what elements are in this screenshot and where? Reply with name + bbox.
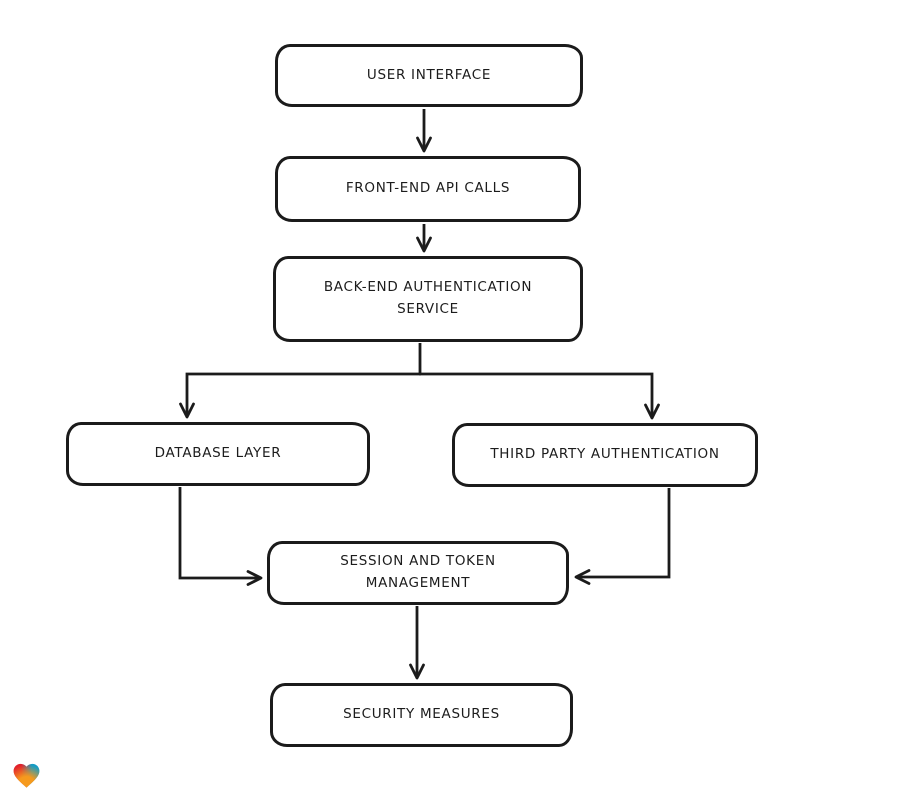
node-back-end-authentication-service: BACK-END AUTHENTICATION SERVICE (273, 256, 583, 342)
heart-icon (13, 763, 40, 788)
node-database-layer-label: DATABASE LAYER (154, 445, 282, 462)
node-front-end-api-calls-label: FRONT-END API CALLS (345, 180, 511, 197)
node-third-party-authentication: THIRD PARTY AUTHENTICATION (452, 423, 758, 487)
edge-third-party-to-session (574, 488, 671, 585)
node-front-end-api-calls: FRONT-END API CALLS (275, 156, 581, 222)
eraser-heart-logo (11, 760, 42, 791)
edge-database-to-session (178, 487, 263, 586)
node-third-party-authentication-label: THIRD PARTY AUTHENTICATION (490, 446, 720, 463)
node-security-measures-label: SECURITY MEASURES (343, 706, 500, 723)
node-user-interface-label: USER INTERFACE (366, 66, 492, 83)
node-back-end-authentication-service-label: BACK-END AUTHENTICATION SERVICE (323, 279, 533, 317)
edge-back-end-to-third-party (419, 372, 660, 420)
edge-back-end-to-database (179, 372, 421, 419)
node-session-and-token-management-label: SESSION AND TOKEN MANAGEMENT (340, 553, 496, 591)
node-user-interface: USER INTERFACE (275, 44, 583, 107)
node-security-measures: SECURITY MEASURES (270, 683, 573, 747)
node-database-layer: DATABASE LAYER (66, 422, 370, 486)
node-session-and-token-management: SESSION AND TOKEN MANAGEMENT (267, 541, 569, 605)
